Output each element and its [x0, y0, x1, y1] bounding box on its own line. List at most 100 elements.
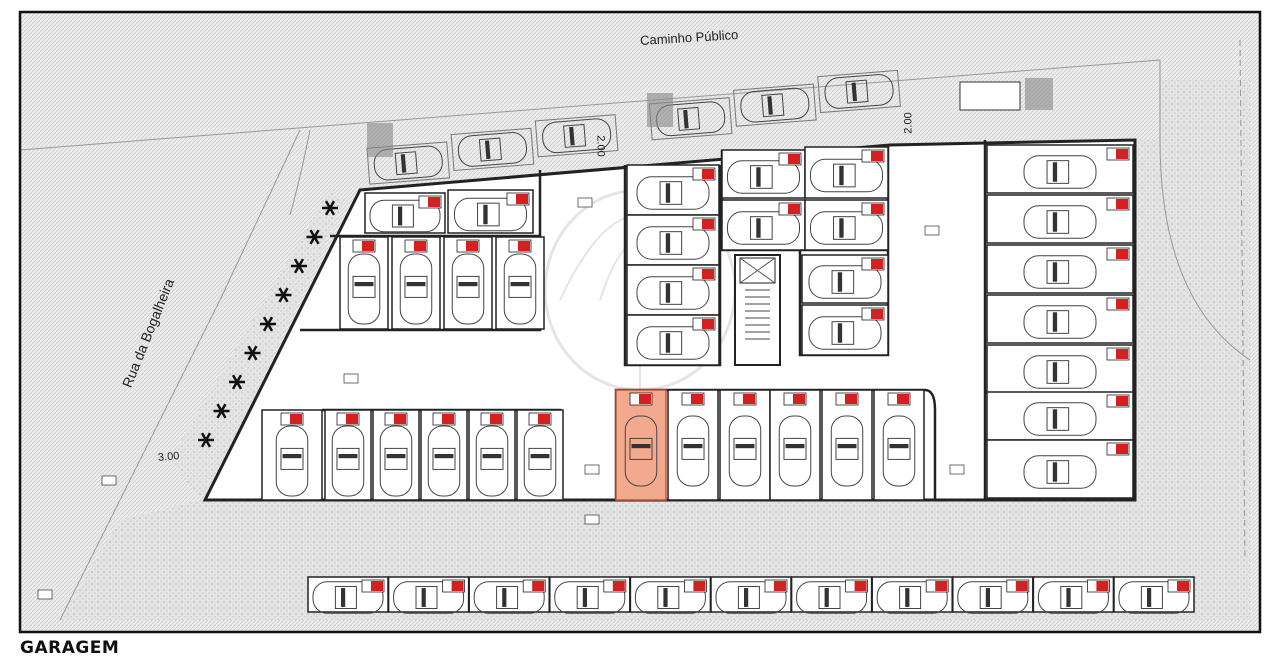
parking-space[interactable]	[626, 314, 720, 366]
parking-space[interactable]	[1113, 576, 1195, 614]
parking-space[interactable]	[420, 409, 468, 501]
space-label	[1167, 579, 1191, 593]
drawing-title: GARAGEM	[20, 638, 120, 658]
parking-space[interactable]	[516, 409, 564, 501]
car-icon	[1023, 355, 1097, 389]
parking-space[interactable]	[629, 576, 712, 614]
parking-space-highlighted[interactable]	[615, 389, 667, 501]
parking-space[interactable]	[801, 254, 889, 304]
car-icon	[830, 415, 864, 487]
space-label	[603, 579, 627, 593]
space-label	[1006, 579, 1030, 593]
parking-space[interactable]	[549, 576, 631, 614]
space-label	[1106, 197, 1130, 211]
car-icon	[636, 226, 710, 260]
car-icon	[379, 425, 413, 497]
parking-space[interactable]	[986, 244, 1134, 294]
car-icon	[676, 415, 710, 487]
space-label	[1087, 579, 1110, 593]
palm-tree-icon	[291, 258, 307, 274]
parking-space[interactable]	[443, 236, 493, 330]
parking-space[interactable]	[733, 83, 817, 127]
parking-space[interactable]	[450, 127, 535, 172]
space-label	[835, 392, 859, 406]
space-label	[1106, 347, 1130, 361]
parking-space[interactable]	[667, 389, 719, 501]
parking-space[interactable]	[873, 389, 925, 501]
parking-space[interactable]	[468, 409, 516, 501]
planter	[1025, 78, 1053, 110]
car-icon	[824, 74, 894, 109]
parking-space[interactable]	[719, 389, 771, 501]
space-label	[456, 239, 480, 253]
parking-space[interactable]	[648, 97, 733, 141]
car-icon	[656, 101, 726, 137]
parking-space[interactable]	[986, 194, 1134, 244]
parking-space[interactable]	[721, 149, 806, 199]
parking-space[interactable]	[534, 114, 619, 158]
parking-space[interactable]	[468, 576, 550, 614]
space-label	[1106, 247, 1130, 261]
parking-space[interactable]	[769, 389, 821, 501]
car-icon	[1023, 455, 1097, 489]
parking-space[interactable]	[364, 192, 446, 234]
parking-space[interactable]	[952, 576, 1034, 614]
parking-space[interactable]	[366, 141, 451, 185]
parking-space[interactable]	[817, 69, 901, 114]
space-label	[1106, 442, 1130, 456]
parking-space[interactable]	[391, 236, 441, 330]
parking-space[interactable]	[821, 389, 873, 501]
parking-space[interactable]	[447, 189, 534, 234]
parking-space[interactable]	[626, 264, 720, 316]
parking-space[interactable]	[804, 146, 889, 199]
car-icon	[636, 276, 710, 310]
car-icon	[1118, 581, 1190, 614]
street-parking-top	[366, 69, 901, 185]
space-label	[361, 579, 385, 593]
parking-space[interactable]	[387, 576, 470, 614]
parking-space[interactable]	[986, 144, 1134, 194]
parking-space[interactable]	[721, 199, 806, 251]
road-curve	[289, 129, 311, 216]
parking-space[interactable]	[261, 409, 323, 501]
parking-space[interactable]	[986, 391, 1134, 441]
car-icon	[957, 581, 1029, 614]
parking-space[interactable]	[495, 236, 545, 330]
road-edge-right	[1159, 60, 1251, 361]
parking-space[interactable]	[1032, 576, 1115, 614]
parking-space[interactable]	[626, 214, 720, 266]
space-label	[778, 152, 802, 166]
floor-level-marker	[584, 464, 600, 475]
car-icon	[715, 581, 787, 614]
space-label	[1106, 297, 1130, 311]
car-icon	[636, 176, 710, 210]
stair-elevator-core	[734, 254, 781, 366]
car-icon	[503, 253, 537, 325]
parking-space[interactable]	[804, 199, 889, 251]
car-icon	[312, 581, 384, 614]
floor-level-marker	[949, 464, 965, 475]
car-icon	[347, 253, 381, 325]
parking-space[interactable]	[986, 294, 1134, 344]
palm-tree-icon	[198, 432, 214, 448]
parking-space[interactable]	[372, 409, 420, 501]
car-icon	[451, 253, 485, 325]
car-icon	[810, 158, 883, 193]
space-label	[352, 239, 376, 253]
parking-space[interactable]	[986, 439, 1134, 499]
parking-space[interactable]	[307, 576, 389, 614]
road-edge-top	[19, 59, 1161, 151]
parking-space[interactable]	[339, 236, 389, 330]
parking-space[interactable]	[801, 304, 889, 356]
car-icon	[1037, 581, 1109, 614]
parking-space[interactable]	[710, 576, 792, 614]
palm-tree-icon	[260, 316, 276, 332]
parking-space[interactable]	[626, 164, 720, 216]
parking-space[interactable]	[871, 576, 953, 614]
planter	[367, 123, 393, 157]
space-label	[925, 579, 949, 593]
road-edge-left	[59, 129, 301, 621]
parking-space[interactable]	[986, 344, 1134, 394]
parking-space[interactable]	[790, 576, 873, 614]
parking-space[interactable]	[324, 409, 372, 501]
